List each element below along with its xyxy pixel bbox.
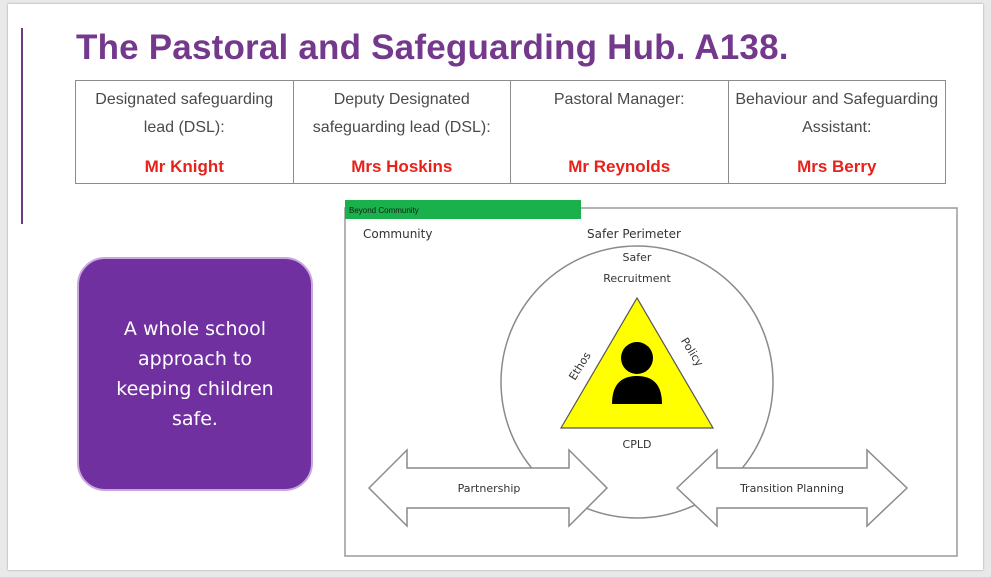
staff-role: Designated safeguarding lead (DSL): [95, 91, 274, 136]
staff-role: Behaviour and Safeguarding Assistant: [735, 91, 939, 136]
staff-row: Designated safeguarding lead (DSL): Mr K… [75, 80, 946, 184]
staff-table: Designated safeguarding lead (DSL): Mr K… [75, 80, 946, 184]
left-accent-rule [21, 28, 23, 224]
staff-role: Deputy Designated safeguarding lead (DSL… [312, 91, 491, 136]
staff-cell-dsl: Designated safeguarding lead (DSL): Mr K… [75, 80, 294, 184]
staff-cell-deputy-dsl: Deputy Designated safeguarding lead (DSL… [292, 80, 511, 184]
whole-school-approach-text: A whole school approach to keeping child… [116, 318, 274, 430]
transition-planning-label: Transition Planning [739, 482, 844, 495]
safer-recruitment-label-line2: Recruitment [603, 272, 671, 285]
page-title: The Pastoral and Safeguarding Hub. A138. [76, 28, 789, 67]
staff-name: Mr Knight [144, 157, 224, 176]
safeguarding-diagram: Beyond Community Community Safer Perimet… [344, 200, 958, 557]
partnership-label: Partnership [458, 482, 521, 495]
beyond-community-label: Beyond Community [349, 206, 419, 215]
transition-planning-arrow [675, 448, 909, 528]
staff-cell-behaviour-assistant: Behaviour and Safeguarding Assistant: Mr… [727, 80, 946, 184]
staff-role: Pastoral Manager: [553, 91, 685, 108]
beyond-community-bar [345, 200, 581, 219]
staff-name: Mrs Berry [797, 157, 877, 176]
community-label: Community [363, 227, 432, 241]
person-icon [612, 342, 662, 404]
staff-name: Mrs Hoskins [351, 157, 453, 176]
partnership-arrow [367, 448, 609, 528]
safer-recruitment-label-line1: Safer [623, 251, 652, 264]
staff-name: Mr Reynolds [568, 157, 671, 176]
cpld-label: CPLD [623, 438, 652, 451]
staff-cell-pastoral-manager: Pastoral Manager: Mr Reynolds [510, 80, 729, 184]
whole-school-approach-box: A whole school approach to keeping child… [77, 257, 313, 491]
safer-perimeter-label: Safer Perimeter [587, 227, 681, 241]
